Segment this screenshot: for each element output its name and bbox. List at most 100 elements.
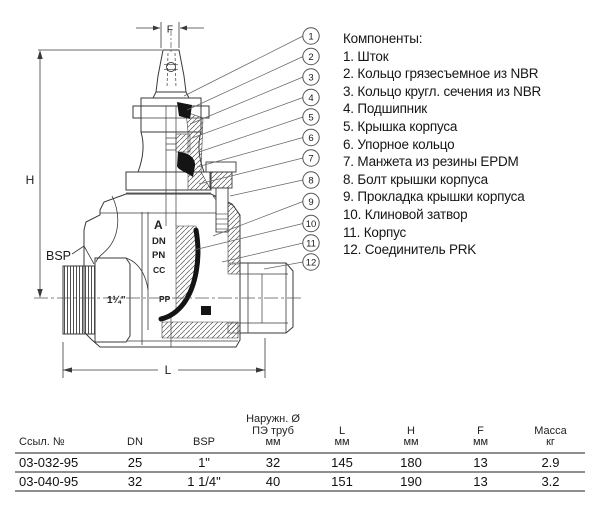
table-cell: 40 xyxy=(265,473,281,489)
table-cell: 2.9 xyxy=(541,454,560,470)
callout-number-11: 11 xyxy=(306,238,316,249)
col-header-line: мм xyxy=(334,436,350,448)
callout-number-12: 12 xyxy=(306,257,317,268)
callout-number-10: 10 xyxy=(306,219,317,230)
col-header-line: ПЭ труб xyxy=(252,424,294,437)
col-header-line: кг xyxy=(546,436,555,448)
callout-circle-5 xyxy=(302,108,320,126)
col-header-line: мм xyxy=(403,436,419,448)
component-item-12: 12. Соединитель PRK xyxy=(343,242,477,258)
component-item-8: 8. Болт крышки корпуса xyxy=(343,171,488,187)
callout-leader-11 xyxy=(221,242,304,263)
col-header-line: F xyxy=(477,424,484,437)
table-cell: 03-032-95 xyxy=(19,454,79,470)
dimension-l xyxy=(62,338,266,378)
col-header-line: H xyxy=(407,424,415,437)
callout-leader-7 xyxy=(198,157,304,185)
table-rule xyxy=(15,489,585,492)
col-header-1: Ссыл. № xyxy=(15,436,101,449)
component-item-6: 6. Упорное кольцо xyxy=(343,136,455,152)
callout-circle-3 xyxy=(302,68,320,86)
col-header-line: Масса xyxy=(534,424,567,437)
col-header-line: L xyxy=(338,424,346,437)
dim-label-l: L xyxy=(165,363,172,377)
component-item-11: 11. Корпус xyxy=(343,224,407,240)
col-header-line: мм xyxy=(265,436,281,448)
callout-circle-9 xyxy=(302,192,320,211)
callout-number-7: 7 xyxy=(308,153,313,164)
callout-leader-12 xyxy=(263,261,304,270)
callout-leader-3 xyxy=(189,76,304,125)
callout-circle-10 xyxy=(302,214,320,233)
valve-body-outline xyxy=(62,30,241,348)
callout-leader-4 xyxy=(191,97,304,139)
callout-leader-5 xyxy=(198,116,304,153)
callout-leader-10 xyxy=(193,223,304,251)
component-item-4: 4. Подшипник xyxy=(343,101,427,117)
component-item-1: 1. Шток xyxy=(343,48,389,64)
callout-number-1: 1 xyxy=(308,31,313,42)
table-cell: 32 xyxy=(127,473,143,489)
dim-label-f: F xyxy=(167,24,173,36)
callout-leader-2 xyxy=(186,56,304,111)
component-item-7: 7. Манжета из резины EPDM xyxy=(343,154,519,170)
callout-leader-9 xyxy=(212,201,304,237)
cast-mark-pn: PN xyxy=(152,250,165,261)
callout-circle-8 xyxy=(302,171,320,189)
component-list-title: Компоненты: xyxy=(343,31,423,46)
callout-number-4: 4 xyxy=(308,93,313,104)
callout-number-5: 5 xyxy=(308,112,313,123)
callout-number-6: 6 xyxy=(308,133,313,144)
table-cell: 1" xyxy=(198,454,210,470)
callout-circle-4 xyxy=(302,88,320,107)
dimension-f xyxy=(136,22,204,48)
table-rule-top xyxy=(15,451,585,454)
table-cell: 32 xyxy=(265,454,281,470)
bsp-label: BSP xyxy=(46,249,71,263)
table-cell: 13 xyxy=(473,454,488,470)
callout-circle-2 xyxy=(302,47,320,66)
callout-circle-12 xyxy=(302,253,320,271)
component-list: Компоненты: 1. Шток 2. Кольцо грязесъемно… xyxy=(343,30,595,259)
callout-circle-7 xyxy=(302,149,320,167)
col-header-line: мм xyxy=(472,436,489,448)
cast-mark-cc: CC xyxy=(153,265,165,275)
table-cell: 145 xyxy=(331,454,353,470)
callout-leader-1 xyxy=(183,35,304,97)
table-cell: 180 xyxy=(400,454,422,470)
callout-number-2: 2 xyxy=(308,52,313,63)
component-item-10: 10. Клиновой затвор xyxy=(343,206,468,222)
callout-circle-6 xyxy=(302,128,320,147)
callout-number-8: 8 xyxy=(308,175,313,186)
dimension-h xyxy=(37,49,162,298)
cast-mark-pp: PP xyxy=(159,294,171,304)
component-item-2: 2. Кольцо грязесъемное из NBR xyxy=(343,66,539,82)
callout-number-9: 9 xyxy=(308,197,313,208)
table-cell: 151 xyxy=(331,473,353,489)
table-rule xyxy=(15,470,585,473)
table-cell: 03-040-95 xyxy=(19,473,79,489)
col-header-2: DN xyxy=(101,436,169,449)
col-header-line: BSP xyxy=(192,436,215,448)
callout-number-3: 3 xyxy=(308,72,313,83)
callout-leader-6 xyxy=(196,137,304,168)
table-cell: 25 xyxy=(127,454,143,470)
table-cell: 190 xyxy=(400,473,422,489)
bsp-leader-line xyxy=(71,245,95,265)
callout-leader-8 xyxy=(229,179,304,197)
dim-label-h: H xyxy=(26,173,35,187)
callout-circle-1 xyxy=(302,27,320,45)
callout-circle-11 xyxy=(302,234,320,252)
component-item-3: 3. Кольцо кругл. сечения из NBR xyxy=(343,83,542,99)
